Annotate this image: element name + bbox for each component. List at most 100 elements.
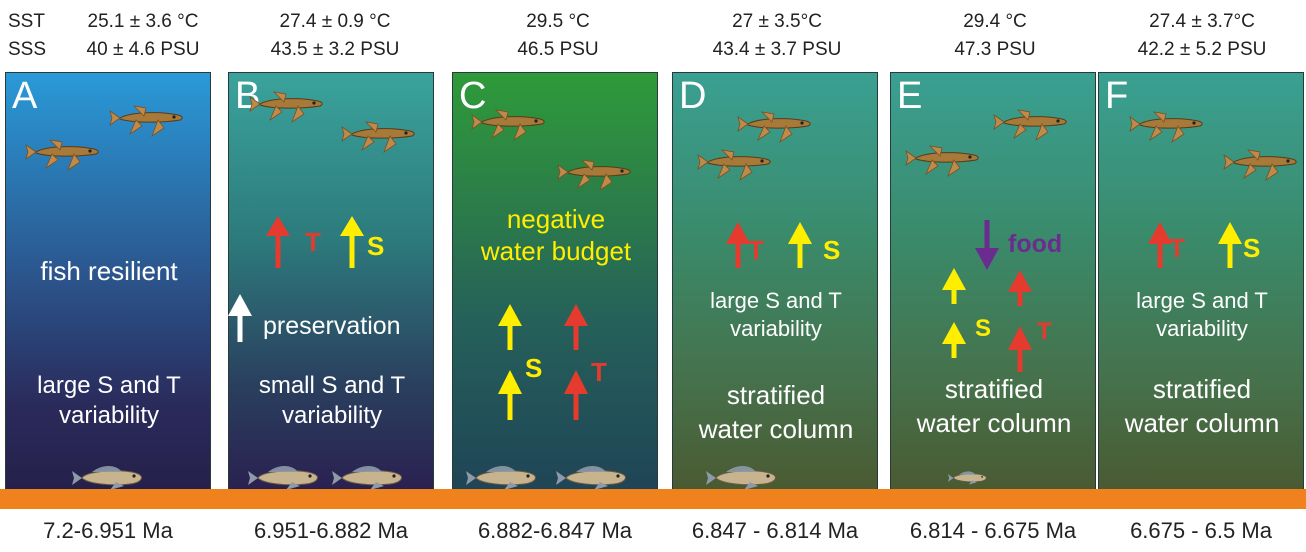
goby-icon: [331, 465, 403, 491]
age-label-c: 6.882-6.847 Ma: [477, 518, 633, 543]
temperature-label: T: [591, 357, 607, 387]
temperature-label: T: [1037, 318, 1052, 345]
fish-icon: [905, 145, 979, 177]
age-label-f: 6.675 - 6.5 Ma: [1130, 518, 1272, 543]
age-label-e: 6.814 - 6.675 Ma: [909, 518, 1077, 543]
sss-value: 42.2 ± 5.2 PSU: [1137, 39, 1267, 60]
header-b: 27.4 ± 0.9 °C 43.5 ± 3.2 PSU: [230, 8, 440, 64]
stratified-line2: water column: [1124, 408, 1280, 438]
fish-icon: [471, 109, 545, 141]
negative-water-budget-line2: water budget: [480, 236, 632, 266]
temperature-up-arrow: [266, 216, 290, 268]
goby-icon: [465, 465, 537, 491]
fish-resilient-label: fish resilient: [40, 256, 178, 286]
sss-value: 47.3 PSU: [954, 39, 1036, 60]
temperature-up-arrow: [1148, 222, 1172, 268]
panel-b: B T S preservation small S and T variabi…: [228, 72, 434, 492]
stratified-line1: stratified: [1152, 374, 1252, 404]
age-label-a: 7.2-6.951 Ma: [43, 518, 173, 543]
header-d: 27 ± 3.5°C 43.4 ± 3.7 PSU: [672, 8, 882, 64]
panel-d: D T S large S and T variability stratifi…: [672, 72, 878, 492]
salinity-label: S: [823, 235, 841, 265]
age-label-d: 6.847 - 6.814 Ma: [691, 518, 859, 543]
panel-c: C negative water budget S T: [452, 72, 658, 492]
salinity-up-arrow: [942, 268, 966, 304]
sst-value: 29.5 °C: [526, 11, 590, 32]
fish-icon: [25, 139, 99, 171]
fish-icon: [109, 105, 183, 137]
variability-line1: large S and T: [710, 288, 842, 313]
panel-letter: B: [235, 75, 261, 117]
fish-icon: [737, 111, 811, 143]
salinity-up-arrow: [498, 304, 522, 350]
fish-icon: [697, 149, 771, 181]
fish-icon: [557, 159, 631, 191]
sss-value: 43.5 ± 3.2 PSU: [270, 39, 400, 60]
panel-letter: D: [679, 75, 707, 117]
negative-water-budget-line1: negative: [506, 204, 606, 234]
age-label-b: 6.951-6.882 Ma: [253, 518, 409, 543]
fish-icon: [1129, 111, 1203, 143]
preservation-label: preservation: [263, 312, 401, 340]
sss-value: 43.4 ± 3.7 PSU: [712, 39, 842, 60]
preservation-up-arrow: [228, 294, 252, 342]
salinity-label: S: [1243, 233, 1261, 263]
sst-value: 27.4 ± 0.9 °C: [279, 11, 391, 32]
sst-value: 27.4 ± 3.7°C: [1149, 11, 1255, 32]
stratified-line1: stratified: [726, 380, 826, 410]
header-e: 29.4 °C 47.3 PSU: [890, 8, 1100, 64]
variability-line2: variability: [58, 402, 160, 429]
panel-f: F T S large S and T variability stratifi…: [1098, 72, 1304, 492]
temperature-label: T: [748, 235, 764, 265]
salinity-up-arrow: [340, 216, 364, 268]
sss-value: 46.5 PSU: [517, 39, 599, 60]
salinity-label: S: [975, 315, 992, 342]
salinity-label: S: [525, 353, 543, 383]
stratified-line2: water column: [698, 414, 854, 444]
variability-line2: variability: [730, 316, 822, 341]
goby-icon: [71, 465, 143, 491]
salinity-up-arrow: [788, 222, 812, 268]
temperature-up-arrow: [564, 304, 588, 350]
temperature-label: T: [1169, 233, 1185, 263]
temperature-up-arrow: [1008, 270, 1032, 306]
temperature-up-arrow: [1008, 326, 1032, 372]
variability-line1: large S and T: [37, 372, 181, 399]
sss-label: SSS: [8, 39, 47, 60]
fish-icon: [993, 109, 1067, 141]
panel-e: E food S T stratified water column: [890, 72, 1096, 492]
salinity-up-arrow: [942, 322, 966, 358]
panel-a: A fish resilient large S and T variabili…: [5, 72, 211, 492]
sst-value: 27 ± 3.5°C: [732, 11, 822, 32]
panel-letter: E: [897, 75, 923, 117]
header-a: 25.1 ± 3.6 °C 40 ± 4.6 PSU: [68, 8, 218, 64]
temperature-up-arrow: [564, 370, 588, 420]
sst-value: 25.1 ± 3.6 °C: [87, 11, 199, 32]
goby-icon: [247, 465, 319, 491]
stratified-line2: water column: [916, 408, 1072, 438]
food-down-arrow: [975, 220, 999, 270]
goby-icon: [947, 471, 987, 485]
seabed-bar: [0, 489, 1306, 509]
variability-line2: variability: [281, 402, 383, 429]
fish-icon: [341, 121, 415, 153]
variability-line1: small S and T: [258, 372, 406, 399]
variability-line2: variability: [1156, 316, 1248, 341]
fish-icon: [1223, 149, 1297, 181]
food-label: food: [1008, 230, 1063, 258]
salinity-up-arrow: [1218, 222, 1242, 268]
header-f: 27.4 ± 3.7°C 42.2 ± 5.2 PSU: [1098, 8, 1306, 64]
sss-value: 40 ± 4.6 PSU: [86, 39, 200, 60]
panel-letter: A: [12, 75, 38, 117]
goby-icon: [705, 465, 777, 491]
temperature-label: T: [305, 227, 321, 257]
fish-icon: [249, 91, 323, 123]
panel-letter: C: [459, 75, 487, 117]
sst-label: SST: [8, 11, 45, 32]
panel-letter: F: [1105, 75, 1129, 117]
variability-line1: large S and T: [1136, 288, 1268, 313]
sst-value: 29.4 °C: [963, 11, 1027, 32]
goby-icon: [555, 465, 627, 491]
salinity-label: S: [367, 231, 385, 261]
